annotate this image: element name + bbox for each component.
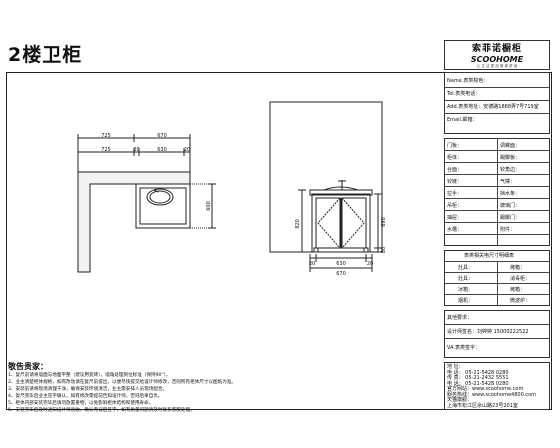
spec-adjust: 调螺面： (500, 143, 521, 149)
elevation-view (269, 101, 383, 272)
dim-plan-600: 600 (206, 201, 212, 211)
appliance-b0: 烤箱： (510, 265, 526, 271)
notes-title: 敬告贵家： (8, 362, 48, 371)
dim-elev-690: 690 (381, 217, 387, 227)
dim-elev-80: 80 (381, 247, 387, 253)
other-box (444, 310, 550, 358)
spec-water: 挡水条： (500, 191, 521, 197)
drawing-frame (6, 72, 552, 410)
company-line-6: 天猫旗舰： (447, 397, 473, 403)
brand-name-cn: 索菲诺橱柜 (471, 44, 522, 54)
technical-drawing: 725 670 725 20 630 20 600 (77, 101, 387, 277)
company-line-7: 上海市松江区佘山路23号201室 (447, 402, 518, 409)
spec-gas: 气撑： (500, 179, 516, 185)
brand-name-en: SCOOHOME (470, 55, 524, 64)
spec-top: 台面： (447, 167, 463, 173)
spec-handle: 拉手： (447, 191, 463, 197)
company-box (444, 362, 550, 410)
brand-tagline: 让 生 活 更 加 简 单 舒 适 (476, 64, 518, 68)
customer-box (444, 72, 550, 134)
company-line-5: 服务热线：www.scoohome4800.com (447, 391, 537, 398)
spec-wall: 吊柜： (447, 203, 463, 209)
customer-tel: Tel.表类电话： (447, 91, 481, 97)
dim-plan-670-top: 670 (157, 133, 167, 139)
customer-address: Add.表类地址：安德路1888弄7号719室 (447, 104, 539, 110)
appliance-a2: 冰箱： (458, 287, 474, 293)
dim-plan-725-mid: 725 (101, 147, 111, 153)
note-line-1: 1、复尺前请将墙面与地面平整（建议用瓷砖），墙角处理到位标准（保持90°）。 (8, 373, 171, 378)
spec-drawer: 抽屉： (447, 215, 463, 221)
appliance-b3: 微波炉： (510, 298, 531, 304)
appliance-a1: 灶具： (458, 276, 474, 282)
info-panel: 索菲诺橱柜 SCOOHOME 让 生 活 更 加 简 单 舒 适 Name.表类… (444, 40, 552, 410)
customer-signature: VA.表类签字： (447, 345, 481, 351)
spec-edge: 铰角边： (500, 167, 521, 173)
note-line-6: 6、安装完毕后及时通知设计师验收，确认无误后签字，如有质量问题请及时联系客服处理… (8, 408, 195, 413)
customer-email: Email.邮箱： (447, 117, 478, 123)
brand-logo: 索菲诺橱柜 SCOOHOME 让 生 活 更 加 简 单 舒 适 (444, 40, 550, 70)
designer-signature: 设计师签名：刘婷婷 15000222522 (447, 329, 529, 335)
company-line-4: 官方网站：www.scoohome.com (447, 386, 524, 392)
spec-sink: 水槽： (447, 227, 463, 233)
notes-box: 敬告贵家： 1、复尺前请将墙面与地面平整（建议用瓷砖），墙角处理到位标准（保持9… (8, 362, 438, 414)
note-line-4: 4、复尺完毕后业主签字确认，如有修改需提前告知设计师，否则后果自负。 (8, 394, 163, 399)
spec-hinge: 铰链： (447, 179, 463, 185)
customer-name: Name.表类棕色： (447, 78, 489, 84)
other-requirements: 其他要求： (447, 315, 473, 321)
plan-view (77, 134, 216, 273)
dim-elev-630: 630 (336, 261, 346, 267)
note-line-2: 2、业主清楚柜体规格，如有改动请在复尺前提出，以便尽快提交给设计师修改，否则所有… (8, 380, 237, 385)
spec-body: 柜体： (447, 155, 463, 161)
spec-door-1: 门板： (447, 143, 463, 149)
spec-kickdoor: 踢脚门： (500, 215, 521, 221)
appliance-a3: 烟机： (458, 298, 474, 304)
dim-plan-630: 630 (157, 147, 167, 153)
appliance-b1: 消毒柜： (510, 276, 531, 282)
spec-accessory: 附件： (500, 227, 516, 233)
note-line-5: 5、柜体内部安装完毕后请勿放置重物，以免影响柜体结构和使用寿命。 (8, 401, 154, 406)
company-line-3: 电 话： 05-21-5428 0280 (447, 380, 509, 387)
dim-plan-20-a: 20 (133, 147, 139, 153)
company-line-0: 地 址： (447, 364, 464, 370)
dim-elev-20-b: 20 (367, 261, 373, 267)
dim-plan-20-b: 20 (184, 147, 190, 153)
spec-kick: 踢脚板： (500, 155, 521, 161)
appliance-a0: 灶具： (458, 265, 474, 271)
dim-elev-20-a: 20 (309, 261, 315, 267)
appliance-heading: 表类相关电尺寸明细表 (464, 253, 515, 259)
note-line-3: 3、安装前请将现场清理干净，确保安装环境清洁，业主需安排人员现场配合。 (8, 387, 168, 392)
page-title: 2楼卫柜 (8, 44, 83, 66)
company-line-2: 传 真： 05-21-2432 5551 (447, 375, 509, 381)
appliance-b2: 烤箱： (510, 287, 526, 293)
dim-plan-725-top: 725 (101, 133, 111, 139)
company-line-1: 电 话： 05-21-5428 0280 (447, 369, 509, 376)
dim-elev-670: 670 (336, 271, 346, 277)
dim-elev-820: 820 (295, 219, 301, 229)
spec-glass: 玻璃门： (500, 203, 521, 209)
